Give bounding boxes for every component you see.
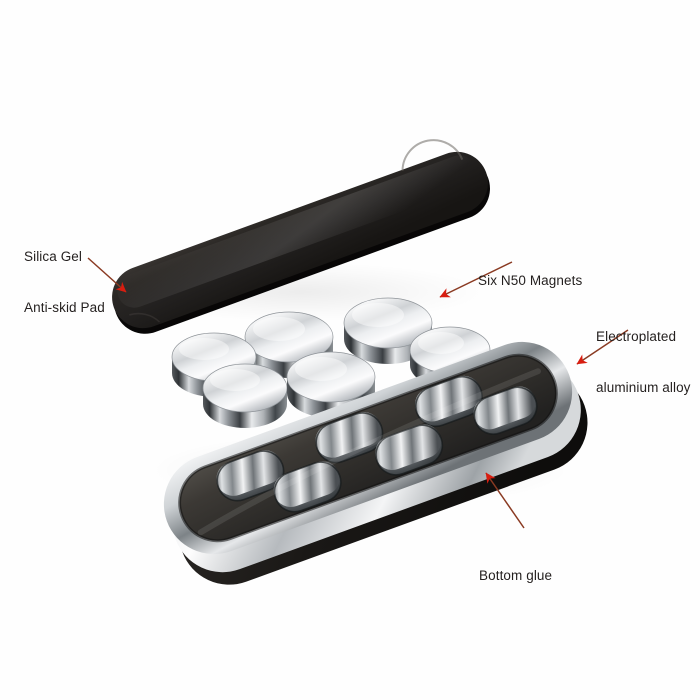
aluminium-alloy-base bbox=[163, 341, 588, 585]
leader-line-bottom-glue bbox=[485, 472, 525, 529]
leader-line-six-n50-magnets bbox=[439, 261, 513, 298]
callout-line: Bottom glue bbox=[479, 568, 553, 583]
leader-line-electroplated-aluminium-alloy bbox=[576, 329, 629, 365]
magnet-cavity bbox=[473, 386, 538, 435]
callout-line: aluminium alloy bbox=[596, 380, 691, 395]
magnet-cavity bbox=[375, 424, 444, 476]
leader-line-silica-gel bbox=[87, 257, 127, 293]
callout-line: Anti-skid Pad bbox=[24, 300, 105, 315]
callout-line: Silica Gel bbox=[24, 249, 83, 264]
callout-arrows bbox=[87, 257, 629, 529]
callout-label-six-n50-magnets: Six N50 Magnets bbox=[478, 238, 582, 323]
silica-gel-pad bbox=[112, 139, 490, 334]
magnet-cavities bbox=[216, 375, 538, 513]
magnet-cavity bbox=[414, 375, 483, 428]
magnet-cavity bbox=[216, 450, 285, 502]
callout-label-silica-gel: Silica Gel Anti-skid Pad bbox=[24, 214, 105, 350]
callout-line: Six N50 Magnets bbox=[478, 273, 583, 288]
magnet-cavity bbox=[315, 412, 384, 464]
magnet-group bbox=[171, 297, 491, 428]
magnet-disc bbox=[202, 363, 288, 428]
magnet-cavity bbox=[273, 461, 342, 513]
callout-label-bottom-glue: Bottom glue bbox=[479, 533, 552, 618]
callout-label-electroplated-aluminium-alloy: Electroplated aluminium alloy bbox=[596, 294, 691, 430]
callout-line: Electroplated bbox=[596, 329, 677, 344]
